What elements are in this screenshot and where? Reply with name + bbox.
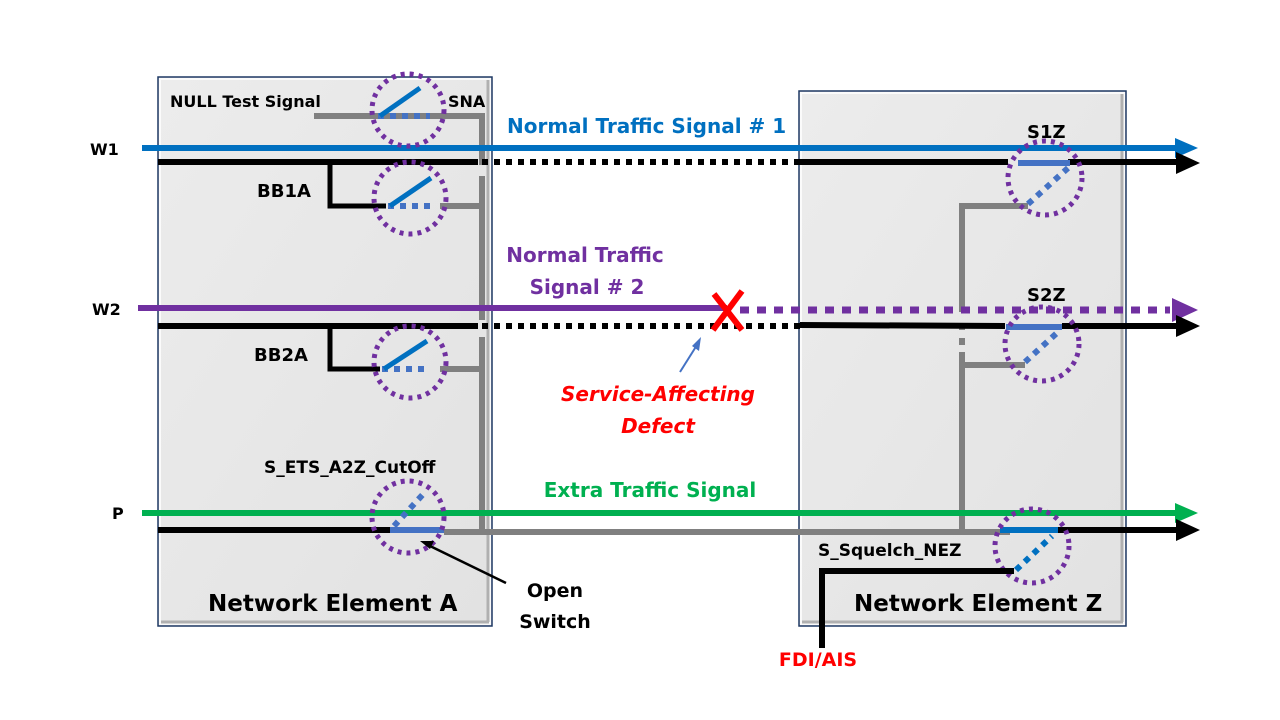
w1-black-arrowhead [1176, 152, 1200, 174]
open-switch-label-line1: Open [527, 580, 583, 602]
network-element-a [157, 76, 493, 627]
defect-pointer-arrow [679, 337, 701, 373]
null-test-signal-label: NULL Test Signal [170, 92, 321, 111]
p-black-arrowhead [1176, 519, 1200, 541]
fdi-ais-feed-line [819, 568, 1014, 648]
defect-x-mark [710, 289, 745, 332]
w2-signal-path [138, 298, 1198, 322]
defect-label-line2: Defect [621, 414, 696, 438]
ne-z-title: Network Element Z [854, 591, 1102, 617]
p-label: P [112, 504, 124, 523]
normal-traffic-2-label-line1: Normal Traffic [506, 243, 663, 267]
w2-label: W2 [92, 300, 121, 319]
p-arrowhead [1175, 503, 1198, 523]
switch-s1z[interactable] [1005, 138, 1085, 218]
s1z-label: S1Z [1027, 122, 1066, 143]
bb1a-label: BB1A [257, 181, 311, 202]
fdi-ais-label: FDI/AIS [779, 649, 857, 671]
bb2a-label: BB2A [254, 345, 308, 366]
sna-label: SNA [448, 92, 486, 111]
switch-squelch-nez[interactable] [992, 506, 1072, 586]
w1-signal-path [142, 138, 1198, 158]
w2-black-arrowhead [1176, 315, 1200, 337]
p-black-path [158, 519, 1200, 541]
open-switch-pointer-arrow [420, 541, 507, 585]
squelch-nez-label: S_Squelch_NEZ [818, 541, 961, 561]
open-switch-label-line2: Switch [519, 611, 591, 633]
w2-black-path [158, 315, 1200, 372]
switch-bb2a[interactable] [371, 323, 449, 401]
s2z-label: S2Z [1027, 285, 1066, 306]
w2-arrowhead [1172, 298, 1198, 322]
w1-label: W1 [90, 140, 119, 159]
switch-ets-cutoff[interactable] [369, 478, 447, 556]
switch-bb1a[interactable] [371, 159, 449, 237]
switch-s2z[interactable] [1002, 304, 1082, 384]
normal-traffic-1-label: Normal Traffic Signal # 1 [507, 114, 786, 138]
defect-label-line1: Service-Affecting [561, 382, 755, 406]
switch-sna[interactable] [369, 71, 447, 149]
w1-arrowhead [1175, 138, 1198, 158]
w1-black-path [158, 152, 1200, 209]
p-signal-path [142, 503, 1198, 523]
ne-a-title: Network Element A [208, 591, 458, 617]
normal-traffic-2-label-line2: Signal # 2 [530, 275, 645, 299]
ets-cutoff-label: S_ETS_A2Z_CutOff [264, 458, 436, 478]
extra-traffic-label: Extra Traffic Signal [544, 478, 757, 502]
